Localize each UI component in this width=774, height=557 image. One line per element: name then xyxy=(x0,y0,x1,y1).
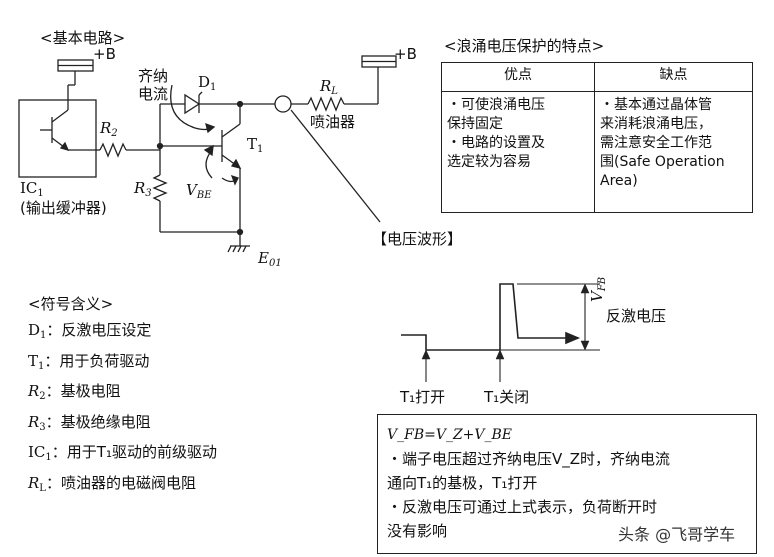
rl-label: RL xyxy=(320,77,338,97)
pros-line: ・电路的设置及 xyxy=(447,135,545,151)
pros-line: ・可使浪涌电压 xyxy=(447,97,545,113)
r2-label: R2 xyxy=(100,119,118,139)
watermark: 头条 @飞哥学车 xyxy=(612,519,742,547)
r3-label: R3 xyxy=(134,179,152,199)
symbol-item: R3：基极绝缘电阻 xyxy=(28,412,151,433)
zener-current-label-1: 齐纳 xyxy=(138,67,169,85)
zener-current-label-2: 电流 xyxy=(138,85,169,103)
symbols-list: D1：反激电压设定 T1：用于负荷驱动 R2：基极电阻 R3：基极绝缘电阻 IC… xyxy=(28,318,217,501)
note-line: ・端子电压超过齐纳电压V_Z时，齐纳电流 xyxy=(387,450,671,468)
ic1-label: IC1 xyxy=(20,179,44,199)
formula: V_FB=V_Z+V_BE xyxy=(387,427,513,443)
e01-label: E01 xyxy=(258,249,282,269)
flyback-voltage-label: 反激电压 xyxy=(606,307,667,325)
voltage-waveform xyxy=(401,283,578,351)
symbol-item: D1：反激电压设定 xyxy=(28,321,152,341)
t1-label: T1 xyxy=(247,135,264,155)
symbol-item: IC1：用于T₁驱动的前级驱动 xyxy=(28,443,217,463)
cons-header: 缺点 xyxy=(594,62,753,92)
cons-line: 需注意安全工作范 xyxy=(600,135,712,151)
note-line: ・反激电压可通过上式表示，负荷断开时 xyxy=(387,498,658,516)
pros-line: 保持固定 xyxy=(447,116,503,132)
cons-line: 来消耗浪涌电压， xyxy=(600,116,712,132)
note-line: 通向T₁的基极，T₁打开 xyxy=(387,474,538,492)
vfb-label: VFB xyxy=(588,276,608,302)
symbol-item: RL：喷油器的电磁阀电阻 xyxy=(28,473,196,494)
cons-cell: ・基本通过晶体管 来消耗浪涌电压， 需注意安全工作范 围(Safe Operat… xyxy=(594,91,753,213)
ic1-box xyxy=(18,99,97,178)
cons-line: 围(Safe Operation xyxy=(600,154,725,170)
ic1-description: (输出缓冲器) xyxy=(20,199,107,217)
note-line: 没有影响 xyxy=(387,522,448,540)
features-table: 优点 缺点 ・可使浪涌电压 保持固定 ・电路的设置及 选定较为容易 ・基本通过晶… xyxy=(441,62,753,213)
pros-line: 选定较为容易 xyxy=(447,154,531,170)
injector-label: 喷油器 xyxy=(310,113,356,131)
d1-label: D1 xyxy=(198,73,217,93)
plus-b-right-label: +B xyxy=(394,45,417,63)
symbol-item: T1：用于负荷驱动 xyxy=(28,351,150,372)
plus-b-left-label: +B xyxy=(93,45,116,63)
pros-header: 优点 xyxy=(441,62,595,92)
cons-line: ・基本通过晶体管 xyxy=(600,97,712,113)
features-heading: <浪涌电压保护的特点> xyxy=(444,37,605,55)
t1-on-label: T₁打开 xyxy=(400,388,446,406)
t1-off-label: T₁关闭 xyxy=(484,388,530,406)
pros-cell: ・可使浪涌电压 保持固定 ・电路的设置及 选定较为容易 xyxy=(441,91,595,213)
symbol-item: R2：基极电阻 xyxy=(28,382,121,402)
circuit-heading: <基本电路> xyxy=(40,29,126,47)
waveform-tag: 【电压波形】 xyxy=(372,230,463,248)
cons-line: Area) xyxy=(600,173,638,189)
symbols-heading: <符号含义> xyxy=(28,295,114,313)
explanation-box: V_FB=V_Z+V_BE ・端子电压超过齐纳电压V_Z时，齐纳电流 通向T₁的… xyxy=(377,414,757,554)
vbe-label: VBE xyxy=(186,181,212,201)
